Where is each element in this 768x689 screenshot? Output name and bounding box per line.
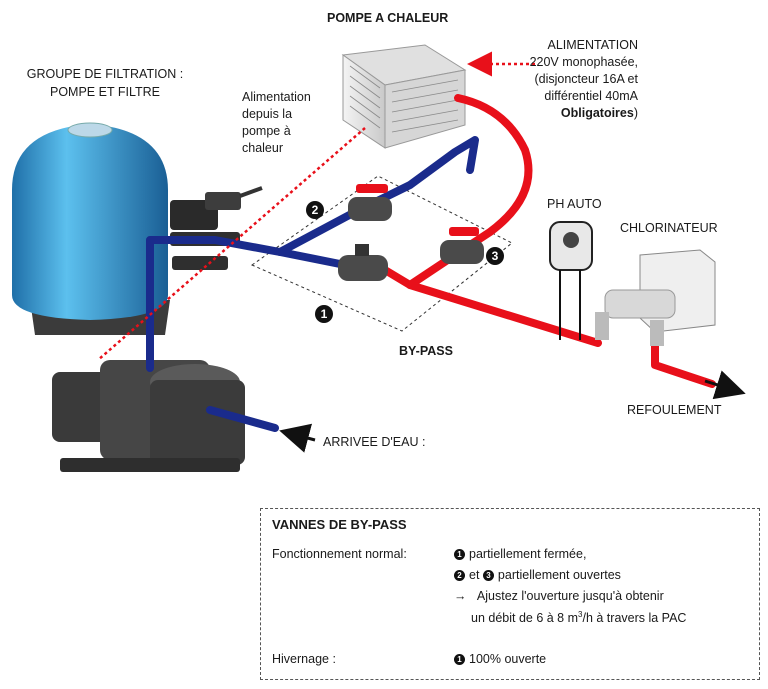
power-note-3: pompe à — [242, 124, 291, 138]
discharge-arrow — [704, 370, 746, 400]
normal-line-3-text: Ajustez l'ouverture jusqu'à obtenir — [476, 589, 664, 603]
power-note-2: depuis la — [242, 107, 293, 121]
water-inlet-arrow — [279, 423, 316, 453]
valve-2-marker: 2 — [306, 201, 324, 219]
winter-line: 1 100% ouverte — [454, 652, 546, 666]
bypass-zone — [250, 175, 513, 332]
normal-et: et — [469, 568, 480, 582]
chlorinator-device — [595, 249, 716, 346]
multiport-valve — [170, 186, 263, 270]
bypass-label: BY-PASS — [399, 344, 453, 358]
normal-operation-label: Fonctionnement normal: — [272, 547, 407, 561]
power-note-4: chaleur — [242, 141, 283, 155]
chlorinator-label: CHLORINATEUR — [620, 221, 718, 235]
supply-mandatory: Obligatoires — [560, 106, 634, 120]
normal-line-1: 1 partiellement fermée, — [454, 547, 586, 561]
cubic-sup: 3 — [578, 610, 583, 619]
winter-marker: 1 — [454, 654, 465, 665]
heat-pump-unit — [341, 44, 467, 149]
normal-line-4a: un débit de 6 à 8 m — [471, 611, 579, 626]
supply-label-2: 220V monophasée, — [529, 55, 638, 69]
valve-2 — [348, 184, 392, 221]
winter-value: 100% ouverte — [469, 652, 547, 666]
pool-pump — [52, 360, 245, 472]
supply-label-3: (disjoncteur 16A et — [534, 72, 638, 86]
bypass-valves-box: VANNES DE BY-PASS Fonctionnement normal:… — [260, 508, 760, 680]
normal-line-1-text: partiellement fermée, — [469, 547, 587, 561]
sand-filter-tank — [12, 122, 170, 335]
arrow-icon: → — [454, 589, 467, 603]
supply-paren: ) — [633, 106, 638, 120]
valve-1-marker: 1 — [315, 305, 333, 323]
ph-auto-label: PH AUTO — [547, 197, 602, 211]
filtration-group-label-2: POMPE ET FILTRE — [50, 85, 160, 99]
supply-label-1: ALIMENTATION — [547, 38, 638, 52]
normal-line-4b: /h à travers la PAC — [582, 611, 687, 626]
marker-3: 3 — [482, 570, 494, 581]
valve-3-marker: 3 — [486, 247, 504, 265]
discharge-label: REFOULEMENT — [627, 403, 722, 417]
heat-pump-title: POMPE A CHALEUR — [327, 11, 449, 25]
water-inlet-label: ARRIVEE D'EAU : — [323, 435, 426, 449]
winter-label: Hivernage : — [272, 652, 336, 666]
ph-auto-device — [549, 221, 593, 340]
normal-line-4: un débit de 6 à 8 m3/h à travers la PAC — [471, 610, 686, 625]
valve-1 — [338, 244, 388, 281]
supply-label-4: différentiel 40mA — [544, 89, 638, 103]
normal-line-3: → Ajustez l'ouverture jusqu'à obtenir — [454, 589, 664, 603]
supply-label-5: Obligatoires) — [498, 105, 638, 121]
marker-2: 2 — [454, 570, 465, 581]
hot-water-pipes — [381, 94, 716, 388]
cold-water-pipes — [146, 136, 479, 432]
power-note-1: Alimentation — [242, 90, 311, 104]
filtration-group-label-1: GROUPE DE FILTRATION : — [26, 67, 184, 81]
power-lines — [97, 51, 535, 361]
marker-1: 1 — [454, 549, 465, 560]
bypass-box-title: VANNES DE BY-PASS — [272, 517, 407, 532]
valve-3 — [440, 227, 484, 264]
normal-line-2-text: partiellement ouvertes — [497, 568, 621, 582]
